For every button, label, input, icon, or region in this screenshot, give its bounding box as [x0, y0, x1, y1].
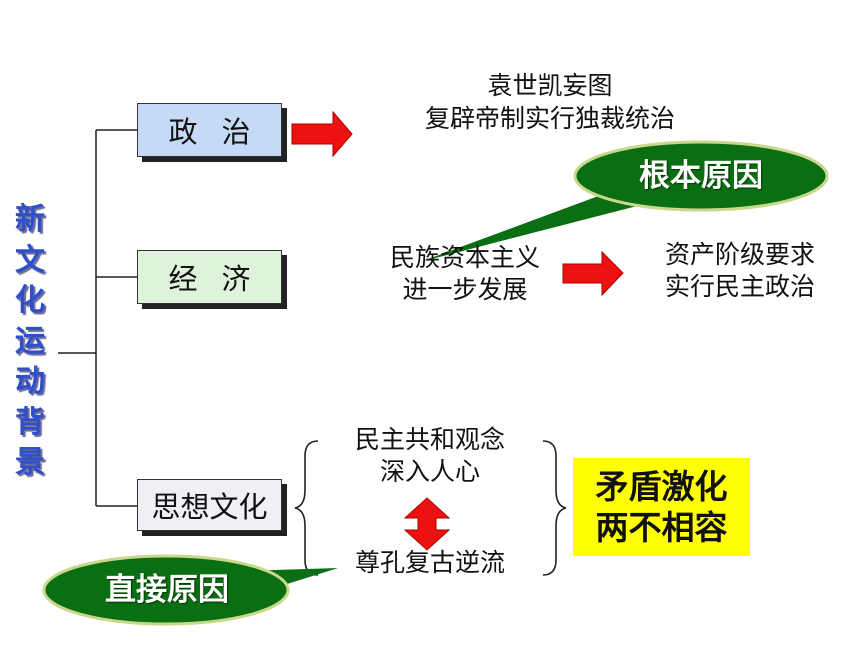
- economy-result-line1: 资产阶级要求: [664, 240, 815, 269]
- double-arrow-icon: [403, 497, 451, 551]
- economy-result: 资产阶级要求 实行民主政治: [640, 239, 840, 303]
- ideology-box: 思想文化: [137, 479, 282, 531]
- politics-line1: 袁世凯妄图: [487, 71, 613, 100]
- conservative-current: 尊孔复古逆流: [354, 548, 505, 577]
- title-char: 新: [15, 202, 45, 237]
- democracy-idea: 民主共和观念 深入人心: [330, 424, 530, 488]
- economy-box: 经济: [137, 250, 282, 304]
- title-char: 动: [15, 364, 45, 399]
- title-char: 景: [15, 445, 45, 480]
- left-brace: [294, 440, 319, 576]
- politics-line2: 复辟帝制实行独裁统治: [424, 104, 675, 133]
- economy-cause-line2: 进一步发展: [402, 275, 528, 304]
- politics-description: 袁世凯妄图 复辟帝制实行独裁统治: [400, 69, 700, 135]
- economy-cause-line1: 民族资本主义: [389, 243, 540, 272]
- conflict-line2: 两不相容: [595, 508, 728, 547]
- economy-cause: 民族资本主义 进一步发展: [370, 242, 560, 306]
- vertical-title: 新 文 化 运 动 背 景: [8, 200, 52, 484]
- root-cause-label: 根本原因: [639, 158, 763, 194]
- conflict-line1: 矛盾激化: [595, 467, 728, 506]
- title-char: 文: [15, 242, 45, 278]
- direct-cause-label: 直接原因: [105, 572, 229, 608]
- title-char: 运: [15, 323, 45, 359]
- democracy-line2: 深入人心: [379, 457, 480, 486]
- callout-direct-cause-bubble: [42, 554, 338, 626]
- right-brace: [542, 440, 567, 576]
- economy-result-line2: 实行民主政治: [664, 272, 815, 301]
- politics-box: 政治: [137, 103, 282, 157]
- arrow-right-icon: [291, 110, 353, 158]
- title-char: 背: [15, 404, 45, 440]
- title-char: 化: [15, 283, 45, 318]
- callout-root-cause-bubble: [420, 140, 829, 262]
- democracy-line1: 民主共和观念: [354, 425, 505, 454]
- arrow-right-icon: [562, 250, 624, 297]
- conflict-highlight: 矛盾激化 两不相容: [573, 458, 750, 556]
